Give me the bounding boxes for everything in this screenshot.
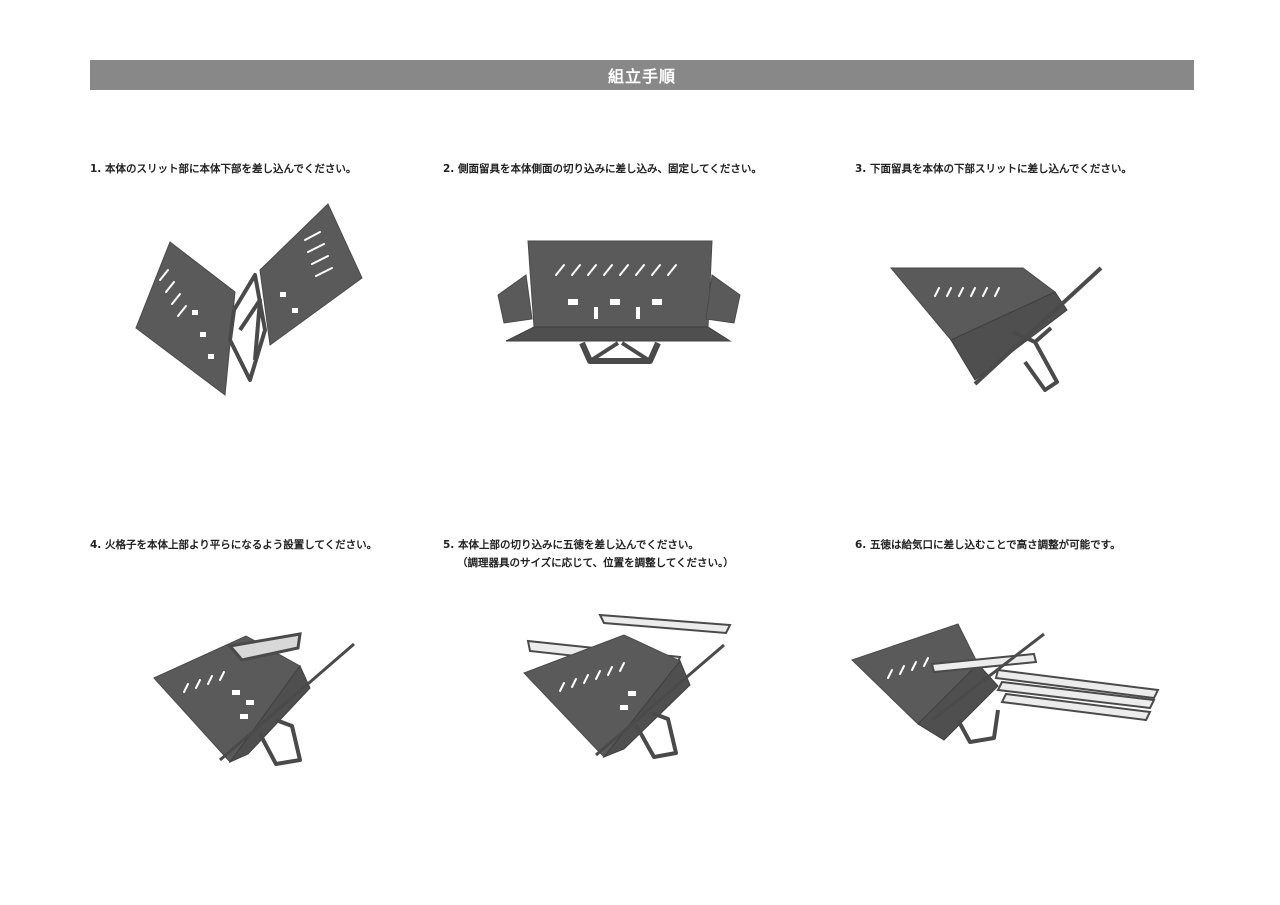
step-2-illustration bbox=[490, 235, 750, 370]
step-4: 4. 火格子を本体上部より平らになるよう設置してください。 bbox=[90, 534, 490, 556]
step-5-note: （調理器具のサイズに応じて、位置を調整してください。） bbox=[457, 557, 734, 569]
step-3: 3. 下面留具を本体の下部スリットに差し込んでください。 bbox=[855, 158, 1255, 180]
page-title: 組立手順 bbox=[90, 60, 1194, 90]
step-4-illustration bbox=[150, 630, 360, 775]
step-5: 5. 本体上部の切り込みに五徳を差し込んでください。 （調理器具のサイズに応じて… bbox=[443, 534, 843, 572]
step-3-caption: 3. 下面留具を本体の下部スリットに差し込んでください。 bbox=[855, 163, 1132, 175]
step-5-illustration bbox=[520, 605, 735, 775]
step-4-caption: 4. 火格子を本体上部より平らになるよう設置してください。 bbox=[90, 539, 378, 551]
step-1: 1. 本体のスリット部に本体下部を差し込んでください。 bbox=[90, 158, 490, 180]
step-6-illustration bbox=[848, 620, 1163, 750]
step-6-caption: 6. 五徳は給気口に差し込むことで高さ調整が可能です。 bbox=[855, 539, 1121, 551]
step-2-caption: 2. 側面留具を本体側面の切り込みに差し込み、固定してください。 bbox=[443, 163, 762, 175]
step-6: 6. 五徳は給気口に差し込むことで高さ調整が可能です。 bbox=[855, 534, 1255, 556]
step-3-illustration bbox=[885, 262, 1115, 402]
step-1-illustration bbox=[130, 200, 370, 405]
step-1-caption: 1. 本体のスリット部に本体下部を差し込んでください。 bbox=[90, 163, 357, 175]
step-5-caption: 5. 本体上部の切り込みに五徳を差し込んでください。 bbox=[443, 539, 699, 551]
step-2: 2. 側面留具を本体側面の切り込みに差し込み、固定してください。 bbox=[443, 158, 843, 180]
